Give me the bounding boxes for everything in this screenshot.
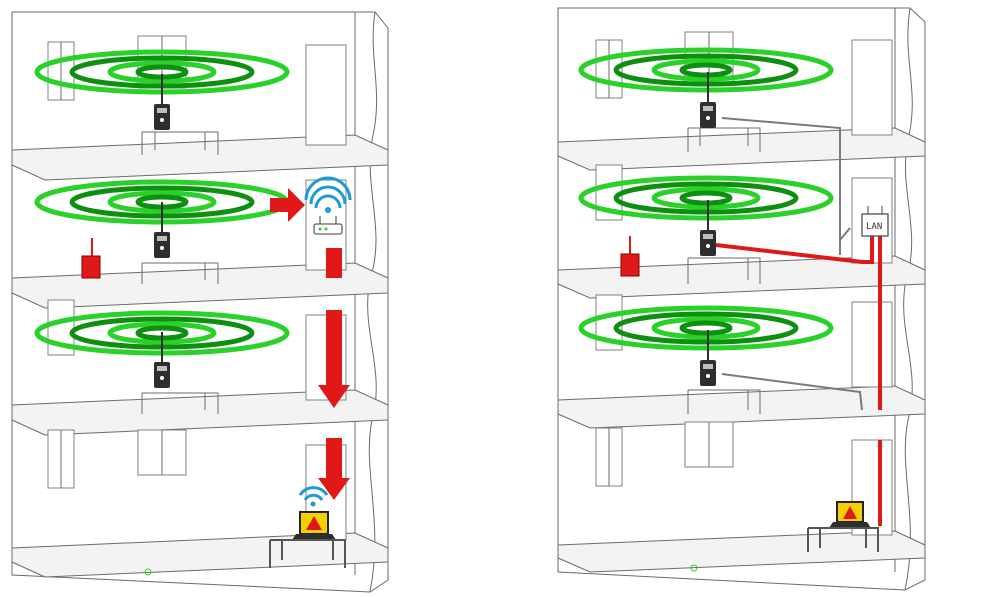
right-slab-3 [557,385,926,429]
wifi-access-point-icon [700,330,716,386]
right-grey-cables [721,117,863,411]
right-floor-slabs [557,127,926,573]
right-door-1 [851,39,893,136]
right-floor-4-ring-3 [651,58,761,82]
right-floor-3-ring-1 [578,175,834,221]
wifi-access-point-icon [700,200,716,256]
left-signal-path [270,188,350,500]
left-access-points [154,74,170,388]
lan-switch-label: LAN [866,222,882,232]
left-building [11,11,389,593]
left-slab-ground [11,532,389,578]
left-slab-2 [11,262,389,309]
left-desk [269,539,346,568]
right-floor-3-ring-4 [679,190,733,206]
wifi-access-point-icon [700,72,716,128]
left-laptop-station [269,486,346,568]
right-wifi-signal-rings [578,47,834,351]
right-door-3 [851,301,893,388]
left-door-1 [305,44,347,146]
red-arrow-down-1 [318,310,350,408]
red-bar [326,248,342,278]
laptop-warning-icon [829,501,871,528]
right-floor-3-ring-3 [651,186,761,210]
right-building: LAN [557,7,926,591]
right-floor-3-ring-2 [613,181,799,215]
right-floor-2-ring-2 [613,311,799,345]
wifi-access-point-icon [154,332,170,388]
wifi-weak-icon [298,486,329,507]
wifi-access-point-icon [154,202,170,258]
left-slab-3 [11,389,389,436]
right-floor-2-ring-3 [651,316,761,340]
left-ground-marker [144,568,152,576]
right-slab-1 [557,127,926,171]
right-slab-ground [557,530,926,573]
red-arrow-down-2 [318,438,350,500]
lan-switch-icon: LAN [861,206,889,237]
right-slab-2 [557,255,926,299]
red-arrow-icon [270,188,305,222]
fire-extinguisher-icon [620,236,640,277]
left-floor-slabs [11,134,389,578]
right-floor-2-ring-4 [679,320,733,336]
right-laptop-station [807,501,879,552]
right-ground-marker [690,564,698,572]
fire-extinguisher-icon [81,238,101,279]
right-floor-4-ring-2 [613,53,799,87]
left-tables [141,131,219,414]
left-slab-1 [11,134,389,181]
right-floor-2-ring-1 [578,305,834,351]
wifi-access-point-icon [154,74,170,130]
laptop-warning-icon [292,511,336,540]
right-desk [807,527,879,552]
router-icon [304,176,352,235]
right-floor-4-ring-4 [679,62,733,78]
right-floor-4-ring-1 [578,47,834,93]
right-access-points [700,72,716,386]
right-red-cables [715,232,882,526]
right-tables [687,127,761,414]
